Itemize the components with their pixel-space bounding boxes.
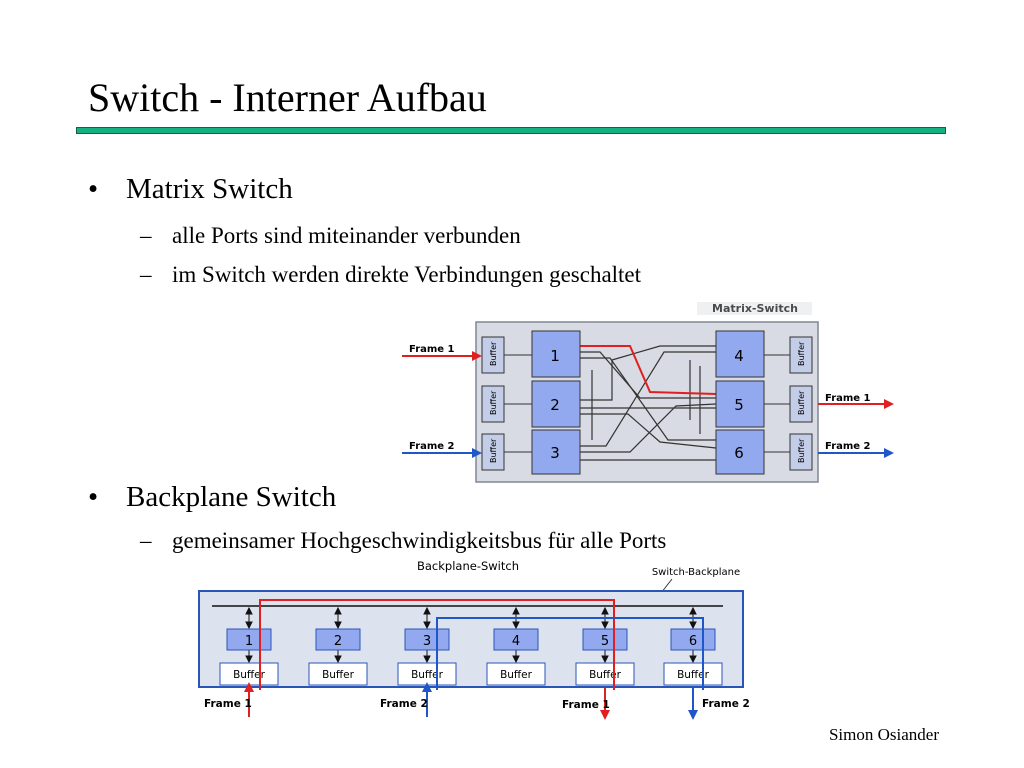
- backplane-port-4: [493, 628, 539, 651]
- matrix-frame1-path: [580, 345, 717, 395]
- svg-text:Frame 1: Frame 1: [409, 344, 455, 355]
- svg-text:Buffer: Buffer: [489, 390, 498, 415]
- svg-text:Buffer: Buffer: [489, 438, 498, 463]
- slide-title: Switch - Interner Aufbau: [88, 75, 487, 120]
- matrix-right-buffers: Buffer Buffer Buffer: [789, 336, 813, 471]
- backplane-panel: [198, 590, 744, 688]
- matrix-left-buffers: Buffer Buffer Buffer: [481, 336, 505, 471]
- backplane-port-2: [315, 628, 361, 651]
- bullet-dot: •: [88, 481, 99, 513]
- svg-text:4: 4: [734, 347, 744, 365]
- backplane-label: Switch-Backplane: [652, 567, 740, 578]
- backplane-frame2-path: [422, 617, 704, 720]
- svg-text:Buffer: Buffer: [677, 669, 710, 681]
- svg-text:Frame 2: Frame 2: [825, 441, 871, 452]
- svg-text:Frame 1: Frame 1: [825, 393, 871, 404]
- svg-text:6: 6: [734, 444, 744, 462]
- matrix-frame-arrows: Frame 1 Frame 2 Frame 1 Frame 2: [402, 344, 894, 458]
- svg-text:Frame 1: Frame 1: [562, 699, 610, 711]
- backplane-frame1-path: [244, 599, 615, 720]
- bullet-label: Backplane Switch: [126, 481, 337, 513]
- svg-text:6: 6: [689, 634, 697, 649]
- matrix-port-2: [531, 380, 581, 428]
- backplane-ports: 1 2 3 4 5 6: [226, 628, 716, 651]
- sub-bullet-text: gemeinsamer Hochgeschwindigkeitsbus für …: [172, 528, 667, 553]
- backplane-diagram-title: Backplane-Switch: [417, 559, 519, 573]
- matrix-left-ports: 1 2 3: [531, 330, 581, 475]
- svg-text:1: 1: [550, 347, 560, 365]
- svg-text:Buffer: Buffer: [489, 341, 498, 366]
- svg-text:Buffer: Buffer: [411, 669, 444, 681]
- svg-text:Frame 1: Frame 1: [204, 698, 252, 710]
- title-underline: [76, 127, 946, 134]
- backplane-port-5: [582, 628, 628, 651]
- svg-text:Buffer: Buffer: [797, 341, 806, 366]
- svg-text:Frame 2: Frame 2: [409, 441, 455, 452]
- matrix-port-6: [715, 429, 765, 475]
- svg-text:Buffer: Buffer: [233, 669, 266, 681]
- matrix-port-5: [715, 380, 765, 428]
- bullet-dot: •: [88, 173, 99, 205]
- matrix-diagram-title: Matrix-Switch: [712, 302, 798, 315]
- svg-text:3: 3: [550, 444, 560, 462]
- backplane-frame-labels: Frame 1 Frame 2 Frame 1 Frame 2: [204, 698, 750, 711]
- svg-text:Frame 2: Frame 2: [702, 698, 750, 710]
- svg-text:Buffer: Buffer: [797, 390, 806, 415]
- svg-text:Frame 2: Frame 2: [380, 698, 428, 710]
- svg-text:2: 2: [550, 396, 560, 414]
- svg-text:Buffer: Buffer: [589, 669, 622, 681]
- matrix-right-ports: 4 5 6: [715, 330, 765, 475]
- sub-bullet-text: alle Ports sind miteinander verbunden: [172, 223, 521, 248]
- matrix-port-1: [531, 330, 581, 378]
- matrix-crossbar-wires: [580, 345, 717, 461]
- svg-text:4: 4: [512, 634, 520, 649]
- matrix-port-3: [531, 429, 581, 475]
- svg-text:Buffer: Buffer: [500, 669, 533, 681]
- svg-text:5: 5: [734, 396, 744, 414]
- footer-author: Simon Osiander: [828, 725, 939, 744]
- svg-text:1: 1: [245, 634, 253, 649]
- matrix-port-4: [715, 330, 765, 378]
- svg-text:5: 5: [601, 634, 609, 649]
- backplane-buffers: Buffer Buffer Buffer Buffer Buffer Buffe…: [219, 662, 723, 686]
- svg-text:3: 3: [423, 634, 431, 649]
- svg-text:2: 2: [334, 634, 342, 649]
- bullet-label: Matrix Switch: [126, 173, 293, 205]
- sub-bullet-text: im Switch werden direkte Verbindungen ge…: [172, 262, 642, 287]
- svg-text:Buffer: Buffer: [322, 669, 355, 681]
- svg-text:Buffer: Buffer: [797, 438, 806, 463]
